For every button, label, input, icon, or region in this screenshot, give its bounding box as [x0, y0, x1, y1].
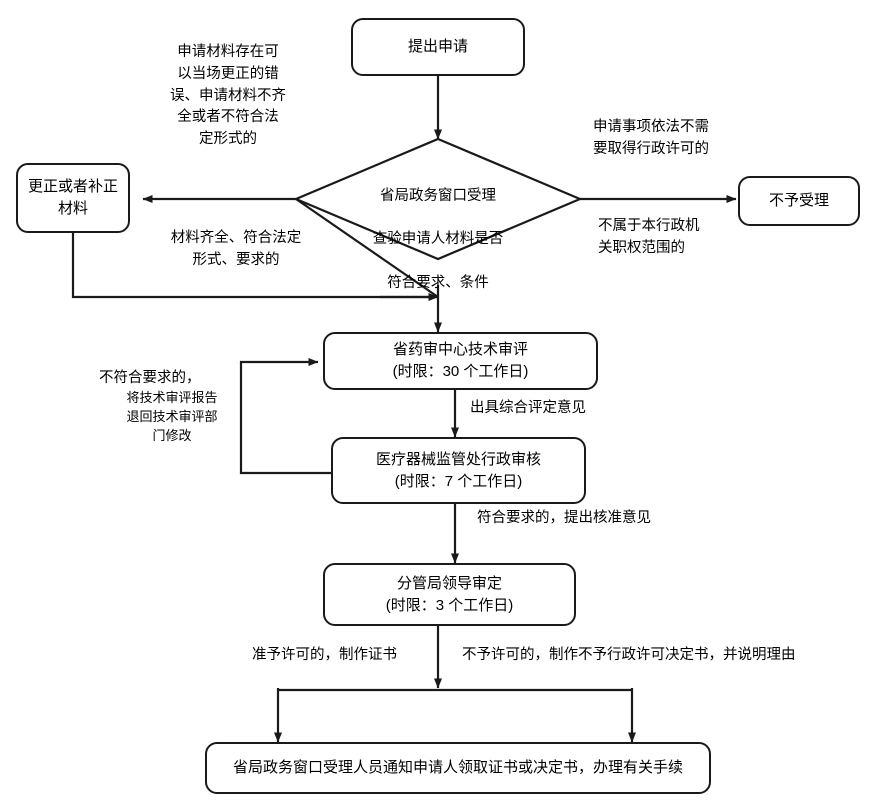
- node-correct-materials-line2: 材料: [57, 200, 88, 217]
- label-out-of-scope: 不属于本行政机 关职权范围的: [598, 218, 700, 256]
- label-need-correction: 申请材料存在可 以当场更正的错 误、申请材料不齐 全或者不符合法 定形式的: [170, 44, 286, 147]
- node-accept-check[interactable]: 省局政务窗口受理 查验申请人材料是否 符合要求、条件: [338, 164, 538, 316]
- node-notify-applicant[interactable]: 省局政务窗口受理人员通知申请人领取证书或决定书，办理有关手续: [205, 742, 711, 794]
- node-admin-review-line2: (时限：7 个工作日): [394, 472, 523, 490]
- node-not-accepted-label: 不予受理: [768, 192, 829, 210]
- node-tech-review-line1: 省药审中心技术审评: [392, 341, 528, 359]
- node-leader-approval-line2: (时限：3 个工作日): [385, 596, 514, 614]
- label-reject-to-tech-rest: 将技术审评报告 退回技术审评部 门修改: [126, 390, 218, 443]
- node-submit-application-label: 提出申请: [407, 38, 468, 56]
- label-materials-complete: 材料齐全、符合法定 形式、要求的: [170, 230, 302, 268]
- label-not-approved: 不予许可的，制作不予行政许可决定书，并说明理由: [462, 647, 796, 663]
- node-not-accepted[interactable]: 不予受理: [738, 176, 860, 226]
- node-accept-check-line2: 查验申请人材料是否: [372, 231, 504, 248]
- node-admin-review-line1: 医疗器械监管处行政审核: [375, 450, 541, 468]
- label-no-permit-needed: 申请事项依法不需 要取得行政许可的: [593, 119, 709, 157]
- node-accept-check-line3: 符合要求、条件: [387, 274, 489, 291]
- node-correct-materials-line1: 更正或者补正: [27, 178, 118, 196]
- label-issue-opinion: 出具综合评定意见: [470, 400, 586, 416]
- node-admin-review[interactable]: 医疗器械监管处行政审核 (时限：7 个工作日): [331, 437, 586, 504]
- node-accept-check-line1: 省局政务窗口受理: [380, 187, 496, 204]
- node-tech-review-line2: (时限：30 个工作日): [392, 363, 529, 380]
- label-approved: 准予许可的，制作证书: [252, 647, 397, 663]
- label-meets-requirements: 符合要求的，提出核准意见: [477, 510, 651, 526]
- node-leader-approval[interactable]: 分管局领导审定 (时限：3 个工作日): [323, 563, 576, 626]
- node-tech-review[interactable]: 省药审中心技术审评 (时限：30 个工作日): [323, 332, 598, 390]
- edge-admin-back-to-tech: [239, 358, 331, 475]
- node-notify-applicant-label: 省局政务窗口受理人员通知申请人领取证书或决定书，办理有关手续: [232, 759, 683, 777]
- label-reject-to-tech-first-line: 不符合要求的，: [99, 370, 201, 386]
- node-correct-materials[interactable]: 更正或者补正 材料: [16, 163, 130, 233]
- node-leader-approval-line1: 分管局领导审定: [396, 574, 502, 592]
- node-submit-application[interactable]: 提出申请: [351, 18, 525, 76]
